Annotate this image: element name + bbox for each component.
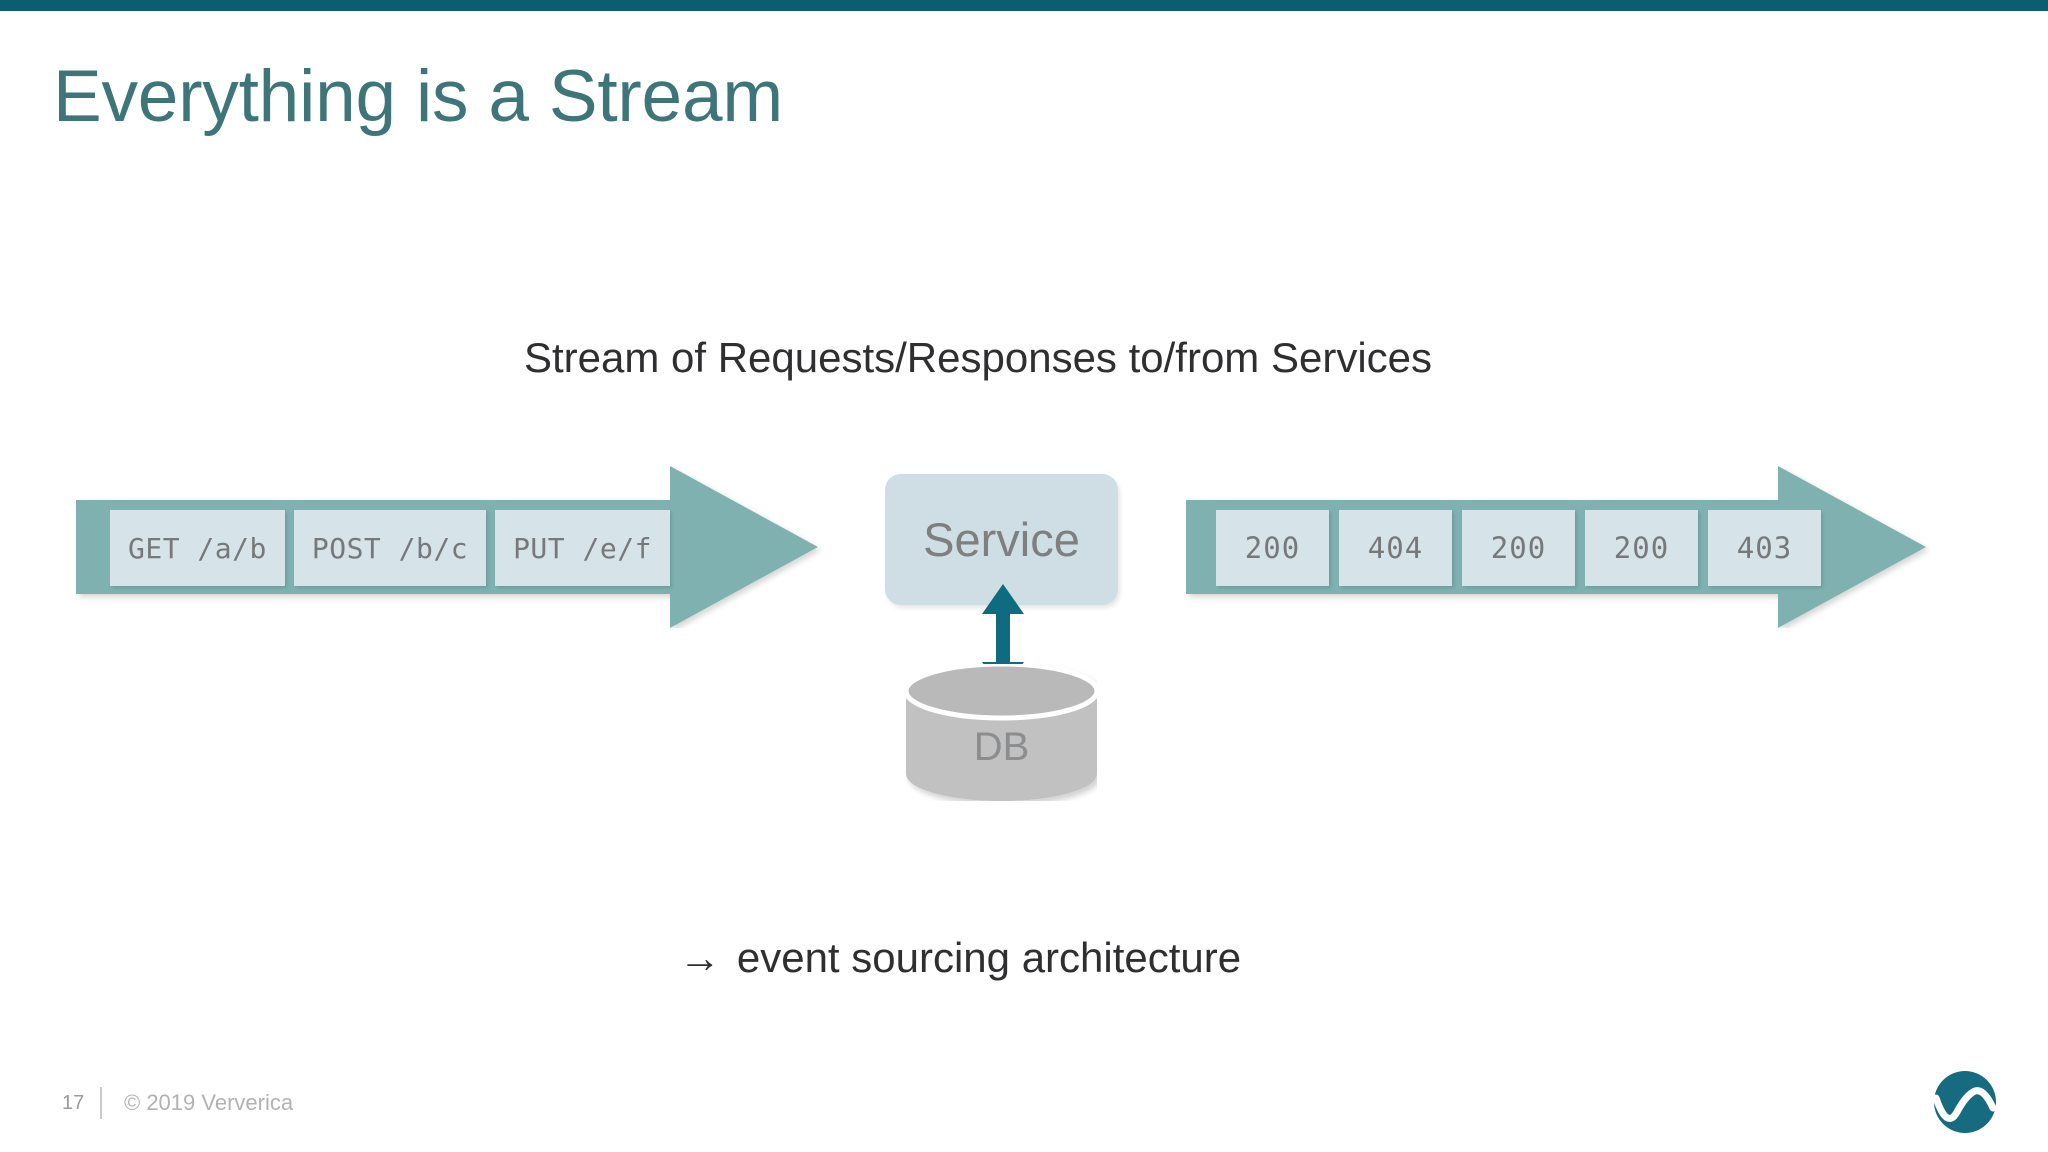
response-token: 403 bbox=[1708, 510, 1821, 586]
footer-divider bbox=[100, 1087, 102, 1119]
copyright-text: © 2019 Ververica bbox=[124, 1090, 294, 1115]
response-token: 200 bbox=[1216, 510, 1329, 586]
request-token: POST /b/c bbox=[293, 510, 487, 586]
page-title: Everything is a Stream bbox=[53, 56, 783, 137]
request-token-row: GET /a/b POST /b/c PUT /e/f bbox=[110, 510, 670, 586]
top-accent-bar bbox=[0, 0, 2048, 11]
database-label: DB bbox=[973, 725, 1030, 769]
request-token: PUT /e/f bbox=[495, 510, 670, 586]
page-number: 17 bbox=[62, 1091, 85, 1114]
conclusion-caption-text: event sourcing architecture bbox=[736, 934, 1242, 981]
database-cylinder bbox=[906, 664, 1097, 801]
conclusion-caption: → event sourcing architecture bbox=[0, 934, 1920, 982]
response-token: 200 bbox=[1462, 510, 1575, 586]
service-node: Service bbox=[885, 474, 1118, 605]
response-token: 404 bbox=[1339, 510, 1452, 586]
response-token: 200 bbox=[1585, 510, 1698, 586]
ververica-logo-icon bbox=[1931, 1068, 1999, 1136]
diagram-subtitle: Stream of Requests/Responses to/from Ser… bbox=[523, 334, 1433, 381]
right-arrow-icon: → bbox=[678, 934, 721, 981]
footer: 17 © 2019 Ververica bbox=[62, 1086, 293, 1120]
response-token-row: 200 404 200 200 403 bbox=[1216, 510, 1821, 586]
request-token: GET /a/b bbox=[110, 510, 285, 586]
